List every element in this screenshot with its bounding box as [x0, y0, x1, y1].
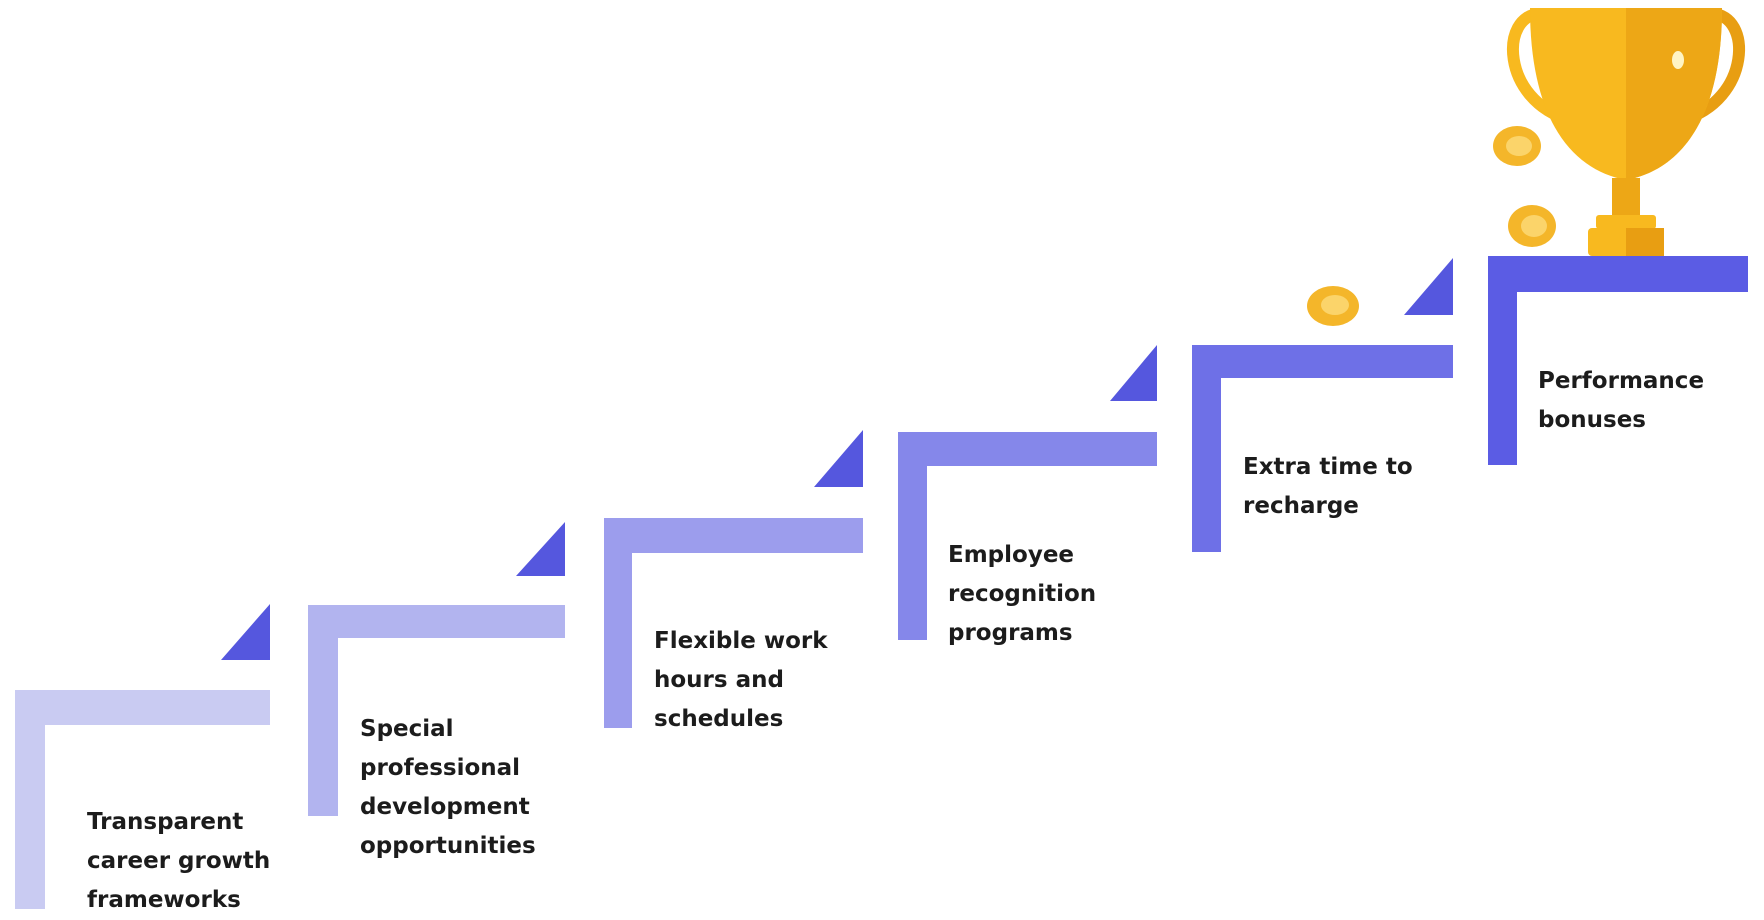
- step-5-line-1: Extra time to: [1243, 454, 1413, 480]
- step-5-label: Extra time to recharge: [1243, 448, 1413, 526]
- step-2-label: Special professional development opportu…: [360, 710, 536, 866]
- step-2-line-4: opportunities: [360, 833, 536, 859]
- trophy-icon: [1507, 8, 1745, 256]
- step-6-line-2: bonuses: [1538, 407, 1646, 433]
- coin-icon-1: [1493, 126, 1541, 166]
- step-3-arrow-icon: [814, 430, 863, 487]
- step-3-line-2: hours and: [654, 667, 784, 693]
- step-1-bracket: [15, 690, 270, 909]
- step-6-label: Performance bonuses: [1538, 362, 1704, 440]
- step-2-line-1: Special: [360, 716, 454, 742]
- coin-icon-2: [1508, 205, 1556, 247]
- step-6-bracket: [1488, 256, 1748, 465]
- step-1-line-2: career growth: [87, 848, 271, 874]
- step-1-line-3: frameworks: [87, 887, 241, 913]
- step-3-label: Flexible work hours and schedules: [654, 622, 828, 739]
- step-4-line-2: recognition: [948, 581, 1097, 607]
- step-3-bracket: [604, 518, 863, 728]
- step-4-label: Employee recognition programs: [948, 536, 1096, 653]
- step-2-arrow-icon: [516, 522, 565, 576]
- step-4-bracket: [898, 432, 1157, 640]
- step-1-arrow-icon: [221, 604, 270, 660]
- step-1-line-1: Transparent: [87, 809, 244, 835]
- step-4-line-3: programs: [948, 620, 1073, 646]
- step-4-line-1: Employee: [948, 542, 1075, 568]
- step-4-arrow-icon: [1110, 345, 1157, 401]
- step-2-line-3: development: [360, 794, 530, 820]
- step-3-line-1: Flexible work: [654, 628, 828, 654]
- step-2-bracket: [308, 605, 565, 816]
- coin-icon-3: [1307, 286, 1359, 326]
- step-3-line-3: schedules: [654, 706, 784, 732]
- step-2-line-2: professional: [360, 755, 521, 781]
- step-1-label: Transparent career growth frameworks: [87, 803, 270, 920]
- step-6-line-1: Performance: [1538, 368, 1705, 394]
- step-5-line-2: recharge: [1243, 493, 1359, 519]
- step-5-bracket: [1192, 345, 1453, 552]
- step-5-arrow-icon: [1404, 258, 1453, 315]
